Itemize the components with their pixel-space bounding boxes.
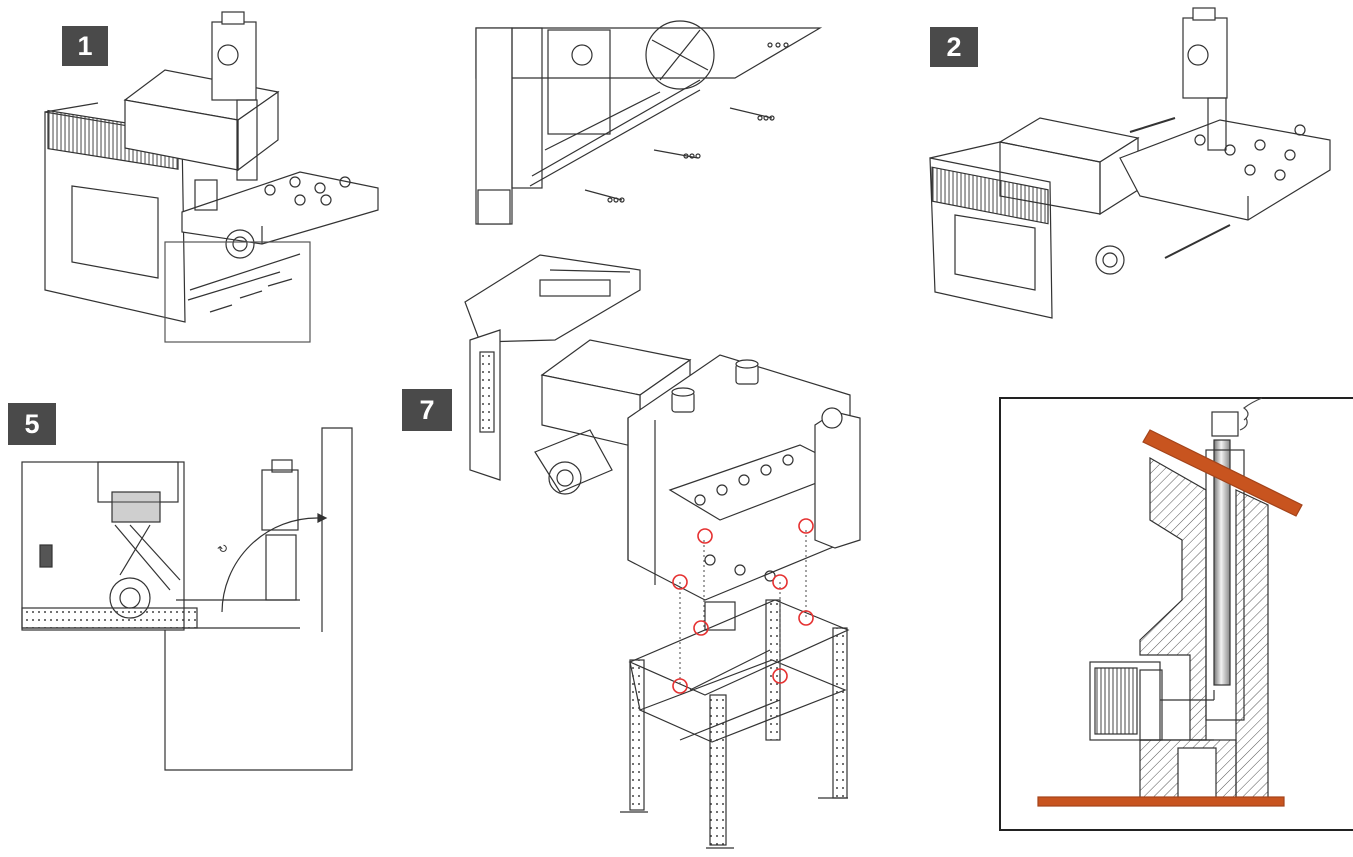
fixing-point-marker <box>798 610 814 626</box>
svg-text:↻: ↻ <box>215 540 232 557</box>
fixing-point-marker <box>772 668 788 684</box>
step-1-illustration <box>44 11 379 343</box>
fixing-point-markers <box>672 518 814 694</box>
fixing-point-marker <box>798 518 814 534</box>
chimney-section-illustration <box>999 397 1353 831</box>
step-badge-5: 5 <box>8 403 56 445</box>
fixing-point-marker <box>672 678 688 694</box>
step-badge-2: 2 <box>930 27 978 67</box>
fixing-point-marker <box>672 574 688 590</box>
fixing-point-marker <box>772 574 788 590</box>
fixing-point-marker <box>697 528 713 544</box>
step-7-illustration <box>464 254 861 849</box>
step-2-illustration <box>929 7 1331 319</box>
rail-detail-illustration <box>475 20 823 225</box>
step-badge-7: 7 <box>402 389 452 431</box>
step-5-illustration: ↻ <box>21 427 353 771</box>
step-badge-1: 1 <box>62 26 108 66</box>
fixing-point-marker <box>693 620 709 636</box>
